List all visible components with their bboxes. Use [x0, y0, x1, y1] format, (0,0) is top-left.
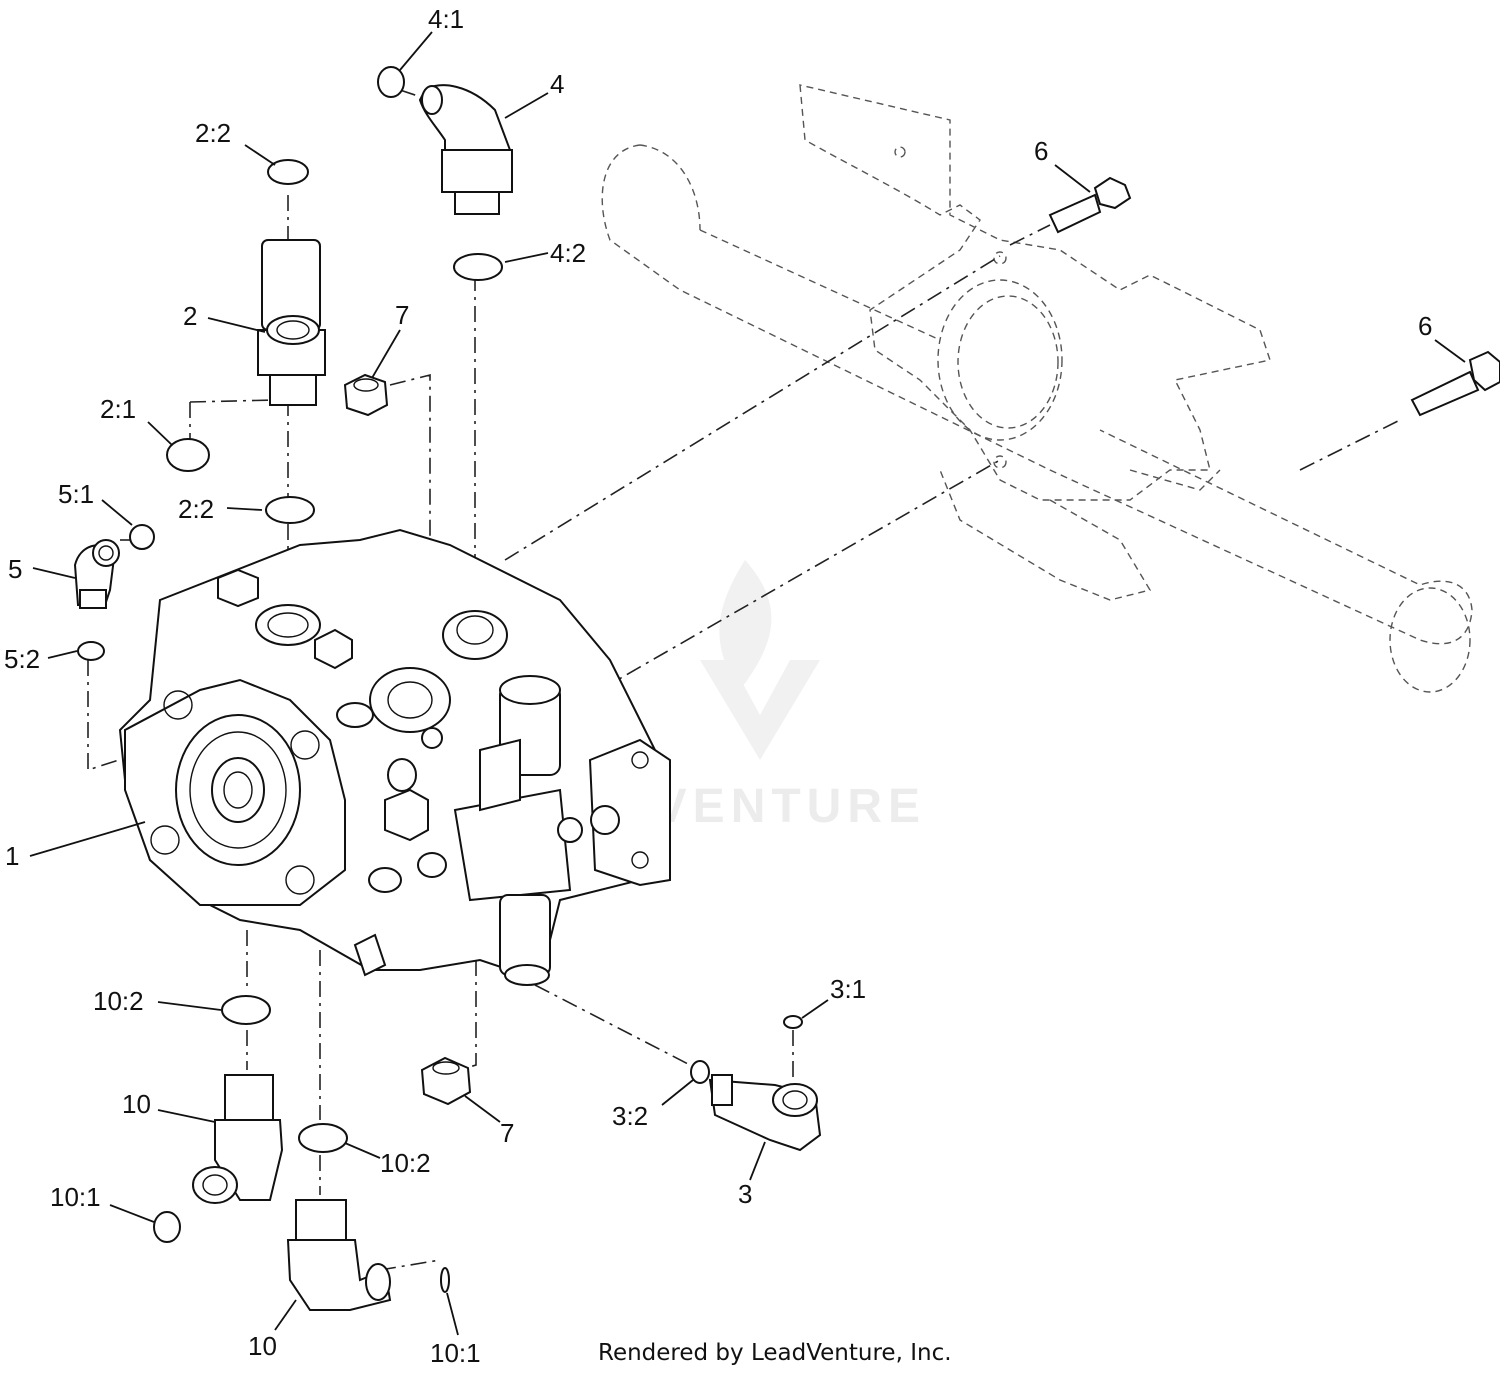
- hydraulic-pump: [118, 528, 671, 986]
- fitting-3: [708, 1074, 822, 1152]
- o-ring-10-1-lower: [440, 1267, 450, 1293]
- callout-6-lower: 6: [1418, 311, 1432, 341]
- callout-2-2-top: 2:2: [195, 118, 231, 148]
- callout-labels: 4:1 4 2:2 4:2 6 6 2 7 2:1 5:1 2:2 5 5:2 …: [4, 4, 1432, 1368]
- callout-6-upper: 6: [1034, 136, 1048, 166]
- watermark-logo: [700, 560, 820, 760]
- o-ring-2-2-top: [267, 159, 309, 185]
- o-ring-3-2: [690, 1060, 710, 1084]
- o-ring-10-2-upper: [221, 995, 271, 1025]
- callout-5-2: 5:2: [4, 644, 40, 674]
- callout-3: 3: [738, 1179, 752, 1209]
- o-ring-10-1-upper: [153, 1211, 181, 1243]
- o-ring-10-2-lower: [298, 1123, 348, 1153]
- fitting-10-upper: [192, 1074, 284, 1204]
- callout-3-2: 3:2: [612, 1101, 648, 1131]
- bolt-6-upper: [1048, 176, 1132, 234]
- callout-4: 4: [550, 69, 564, 99]
- callout-2-2-mid: 2:2: [178, 494, 214, 524]
- o-ring-5-2: [77, 641, 105, 661]
- callout-10-lower: 10: [248, 1331, 277, 1361]
- callout-10-1-lower: 10:1: [430, 1338, 481, 1368]
- credit-line: Rendered by LeadVenture, Inc.: [598, 1340, 952, 1366]
- o-ring-5-1: [129, 524, 155, 550]
- leader-lines: [29, 31, 1466, 1336]
- o-ring-4-1: [377, 66, 405, 98]
- callout-2: 2: [183, 301, 197, 331]
- nut-7-lower: [420, 1056, 472, 1106]
- o-ring-3-1: [783, 1015, 803, 1029]
- o-ring-2-1: [166, 438, 210, 472]
- callout-10-2-upper: 10:2: [93, 986, 144, 1016]
- fitting-4: [418, 84, 513, 215]
- frame-phantom: [601, 84, 1473, 693]
- callout-3-1: 3:1: [830, 974, 866, 1004]
- callout-1: 1: [5, 841, 19, 871]
- fitting-2: [257, 239, 326, 406]
- fitting-10-lower: [286, 1199, 392, 1311]
- o-ring-4-2: [453, 253, 503, 281]
- callout-4-1: 4:1: [428, 4, 464, 34]
- bolt-6-lower: [1410, 350, 1500, 417]
- callout-10-1-upper: 10:1: [50, 1182, 101, 1212]
- callout-7-lower: 7: [500, 1118, 514, 1148]
- o-ring-2-2-mid: [265, 496, 315, 524]
- callout-7-upper: 7: [395, 300, 409, 330]
- fitting-5: [73, 539, 120, 609]
- callout-5-1: 5:1: [58, 479, 94, 509]
- o-rings: [77, 66, 803, 1293]
- nut-7-upper: [343, 373, 389, 417]
- callout-4-2: 4:2: [550, 238, 586, 268]
- callout-10-upper: 10: [122, 1089, 151, 1119]
- callout-10-2-lower: 10:2: [380, 1148, 431, 1178]
- callout-5: 5: [8, 554, 22, 584]
- callout-2-1: 2:1: [100, 394, 136, 424]
